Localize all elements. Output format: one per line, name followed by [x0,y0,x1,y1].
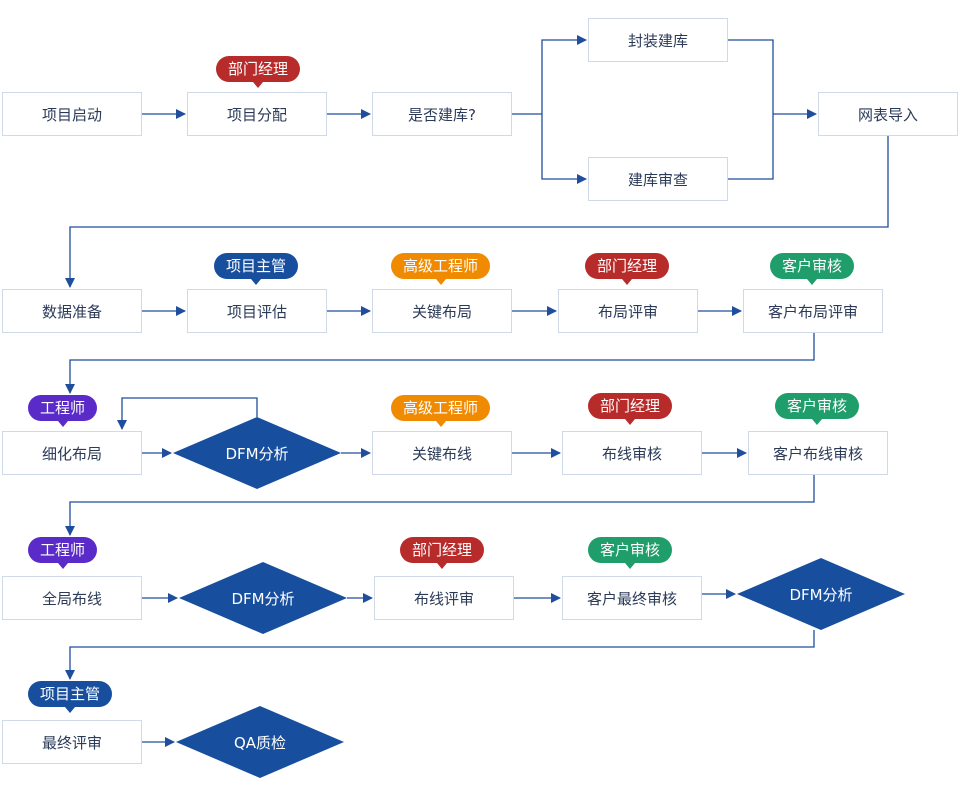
node-netlist-import: 网表导入 [818,92,958,136]
node-key-placement: 关键布局 [372,289,512,333]
arrow-dfm-loop-back [117,397,258,430]
node-global-routing: 全局布线 [2,576,142,620]
arrow-row3-to-row4 [65,475,815,536]
node-library-review: 建库审查 [588,157,728,201]
arrow-row2-to-row3 [65,333,815,394]
node-build-library-decision: 是否建库? [372,92,512,136]
node-project-start: 项目启动 [2,92,142,136]
role-tag-customer-review: 客户审核 [775,393,860,425]
role-tag-engineer: 工程师 [28,537,98,569]
node-final-review: 最终评审 [2,720,142,764]
role-tag-customer-review: 客户审核 [588,537,673,569]
arrow-row4-to-row5 [65,630,815,680]
role-tag-dept-manager: 部门经理 [216,56,301,88]
arrow-to-library-review [541,114,587,184]
node-qa-inspection: QA质检 [176,706,344,778]
node-key-routing: 关键布线 [372,431,512,475]
node-customer-routing-check: 客户布线审核 [748,431,888,475]
node-dfm-analysis-2: DFM分析 [179,562,347,634]
role-tag-dept-manager: 部门经理 [585,253,670,285]
arrow-to-package-library [541,35,587,114]
node-routing-review: 布线评审 [374,576,514,620]
role-tag-senior-engineer: 高级工程师 [391,253,491,285]
node-dfm-analysis-3: DFM分析 [737,558,905,630]
role-tag-customer-review: 客户审核 [770,253,855,285]
node-customer-placement-review: 客户布局评审 [743,289,883,333]
role-tag-project-supervisor: 项目主管 [214,253,299,285]
node-routing-check: 布线审核 [562,431,702,475]
role-tag-senior-engineer: 高级工程师 [391,395,491,427]
role-tag-engineer: 工程师 [28,395,98,427]
dfm-analysis-2-label: DFM分析 [231,589,295,608]
node-detailed-placement: 细化布局 [2,431,142,475]
role-tag-dept-manager: 部门经理 [588,393,673,425]
dfm-analysis-1-label: DFM分析 [225,444,289,463]
line-package-merge [728,39,774,180]
node-customer-final-review: 客户最终审核 [562,576,702,620]
node-project-assignment: 项目分配 [187,92,327,136]
role-tag-dept-manager: 部门经理 [400,537,485,569]
dfm-analysis-3-label: DFM分析 [789,585,853,604]
qa-inspection-label: QA质检 [233,733,287,752]
node-placement-review: 布局评审 [558,289,698,333]
role-tag-project-supervisor: 项目主管 [28,681,113,713]
node-data-prep: 数据准备 [2,289,142,333]
node-dfm-analysis-1: DFM分析 [173,417,341,489]
node-project-evaluation: 项目评估 [187,289,327,333]
arrow-netlist-to-data-prep [65,136,889,288]
node-package-library: 封装建库 [588,18,728,62]
